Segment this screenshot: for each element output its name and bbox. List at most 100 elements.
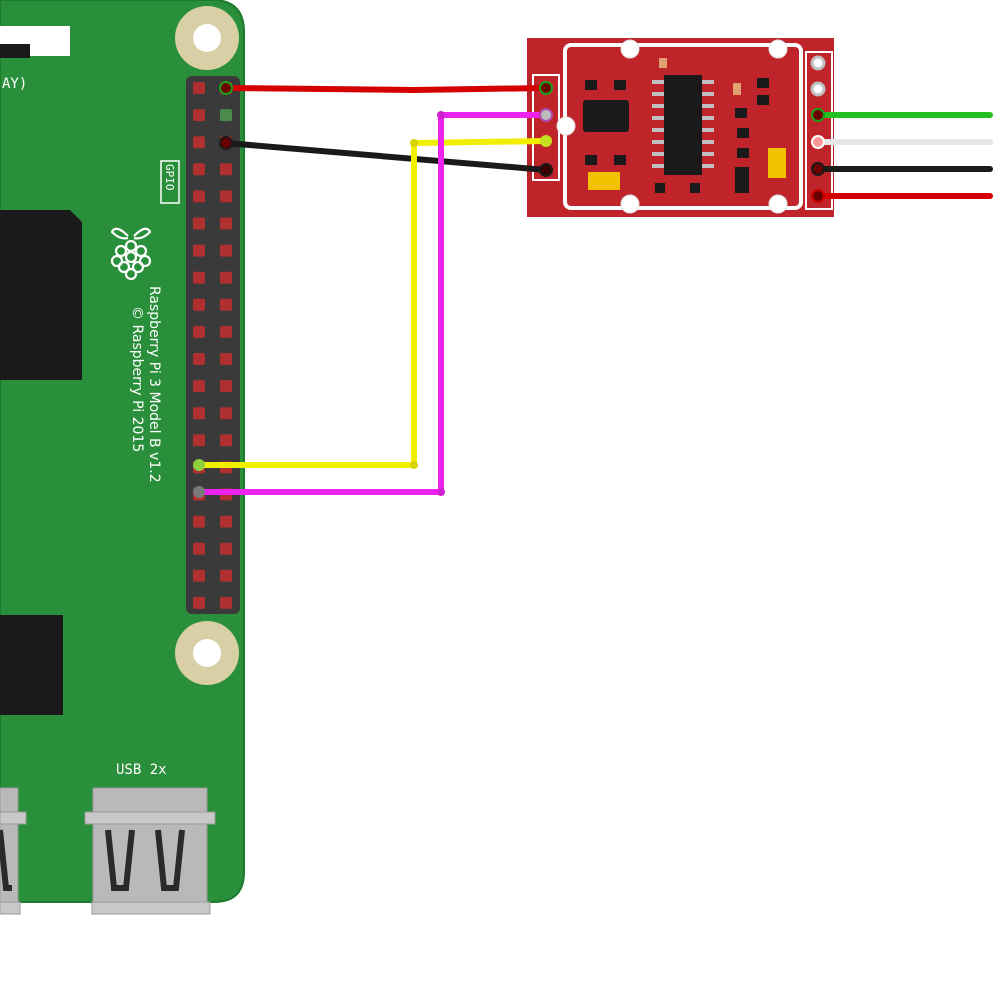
gpio-pin [193, 596, 205, 609]
pin-connection [193, 459, 205, 471]
gpio-pin [193, 271, 205, 284]
soc-chip [0, 210, 82, 380]
gpio-pin [220, 353, 232, 365]
gpio-pin [193, 407, 205, 420]
top-label-fragment: AY) [2, 76, 27, 92]
wire-bend [410, 461, 418, 469]
module-small-chip [583, 100, 629, 132]
gpio-pin [193, 298, 205, 311]
gpio-pin [193, 163, 205, 176]
chip-leg [652, 80, 664, 84]
load-cell-amplifier-module [527, 38, 834, 217]
module-pin [810, 81, 826, 97]
gpio-pin [220, 325, 232, 338]
module-pin-connection [539, 108, 553, 122]
module-hole [556, 116, 576, 136]
board-copyright-text: © Raspberry Pi 2015 [129, 306, 145, 452]
module-pin-connection [811, 135, 825, 149]
gpio-pin [220, 217, 232, 230]
chip-leg [702, 140, 714, 144]
module-pin-connection [811, 162, 825, 176]
wire-bend [437, 488, 445, 496]
wire-red-power [223, 85, 549, 93]
chip-leg [652, 140, 664, 144]
raspberry-logo-icon [110, 227, 152, 281]
pin-connection [219, 136, 233, 150]
gpio-pin [193, 190, 205, 203]
chip-leg [702, 92, 714, 96]
gpio-pin [193, 353, 205, 365]
module-hole [620, 194, 640, 214]
usb-port-right [84, 787, 216, 915]
wires [196, 85, 993, 495]
gpio-pin [220, 380, 232, 393]
chip-leg [652, 116, 664, 120]
module-pin-connection [811, 189, 825, 203]
gpio-pin [193, 109, 205, 122]
chip-leg [652, 92, 664, 96]
chip-leg [702, 116, 714, 120]
module-resistor [659, 58, 667, 68]
gpio-pin [220, 271, 232, 284]
gpio-pin [193, 515, 205, 528]
gpio-pin [220, 244, 232, 257]
top-connector-black [0, 44, 30, 58]
chip-leg [702, 128, 714, 132]
gpio-pin [193, 217, 205, 230]
chip-leg [702, 80, 714, 84]
wire-magenta-clock [196, 112, 549, 495]
module-pin-connection [540, 135, 552, 147]
module-components [585, 78, 769, 193]
module-hole [620, 39, 640, 59]
module-hole [768, 194, 788, 214]
chip-leg [652, 152, 664, 156]
pin-connection [193, 486, 205, 498]
gpio-pin [220, 163, 232, 176]
gpio-pin [220, 569, 232, 582]
gpio-pin [220, 542, 232, 555]
wire-yellow-data [196, 138, 549, 468]
gpio-pin [193, 380, 205, 393]
module-capacitor [768, 148, 786, 178]
usb-lan-chip [0, 615, 63, 715]
raspberry-pi-board: AY) GPIO R [0, 0, 245, 915]
gpio-pin [220, 298, 232, 311]
gpio-pin [193, 569, 205, 582]
gpio-pin [193, 325, 205, 338]
board-model-text: Raspberry Pi 3 Model B v1.2 [146, 286, 162, 483]
module-main-chip [664, 75, 702, 175]
wire-bend [437, 111, 445, 119]
gpio-pin [220, 596, 232, 609]
module-pin-connection [811, 108, 825, 122]
gpio-pin [193, 244, 205, 257]
chip-leg [702, 104, 714, 108]
module-hole [768, 39, 788, 59]
wire-black-ground [223, 140, 549, 173]
chip-leg [652, 104, 664, 108]
gpio-label-box: GPIO [160, 160, 180, 204]
gpio-pin [193, 82, 205, 94]
gpio-pin [220, 434, 232, 447]
pin-connection [219, 81, 233, 95]
gpio-pin [193, 136, 205, 149]
usb-port-left [0, 787, 27, 915]
module-capacitor [588, 172, 620, 190]
gpio-header [186, 76, 240, 614]
gpio-pin [220, 109, 232, 122]
gpio-pin [220, 190, 232, 203]
gpio-pin [193, 434, 205, 447]
gpio-pin [220, 407, 232, 420]
wire-endpoints [193, 81, 825, 498]
module-pin-connection [539, 81, 553, 95]
gpio-label: GPIO [163, 164, 176, 191]
chip-leg [702, 164, 714, 168]
wire-bend [410, 139, 418, 147]
module-pin [810, 55, 826, 71]
usb-label: USB 2x [116, 762, 167, 778]
module-pin-connection [539, 163, 553, 177]
module-resistor [733, 83, 741, 95]
gpio-pin [193, 542, 205, 555]
module-right-header [805, 51, 833, 210]
gpio-pin [220, 515, 232, 528]
